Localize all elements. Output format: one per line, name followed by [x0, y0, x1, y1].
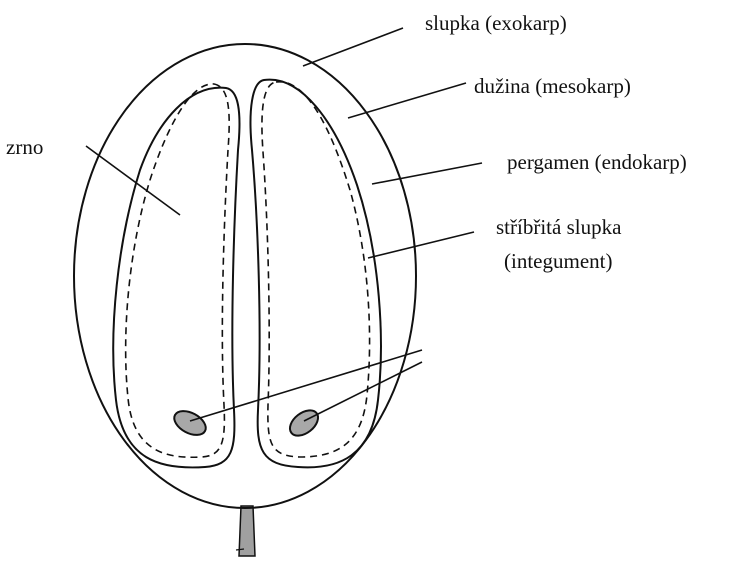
label-integument-line2: (integument) [504, 249, 612, 273]
leader-exocarp [303, 28, 403, 66]
left-parchment-outline [113, 88, 239, 468]
label-exocarp: slupka (exokarp) [425, 11, 567, 35]
right-embryo [285, 405, 323, 440]
leader-embryo-right [304, 362, 422, 421]
left-silverskin-outline [126, 84, 230, 457]
leader-integument [368, 232, 474, 258]
right-parchment-outline [251, 80, 381, 468]
leader-mesocarp [348, 83, 466, 118]
right-silverskin-outline [262, 82, 370, 457]
left-embryo [170, 406, 209, 440]
label-integument-line1: stříbřitá slupka [496, 215, 622, 239]
label-bean: zrno [6, 135, 43, 159]
stem [239, 506, 255, 556]
label-endocarp: pergamen (endokarp) [507, 150, 687, 174]
label-mesocarp: dužina (mesokarp) [474, 74, 631, 98]
leader-endocarp [372, 163, 482, 184]
leader-bean [86, 146, 180, 215]
